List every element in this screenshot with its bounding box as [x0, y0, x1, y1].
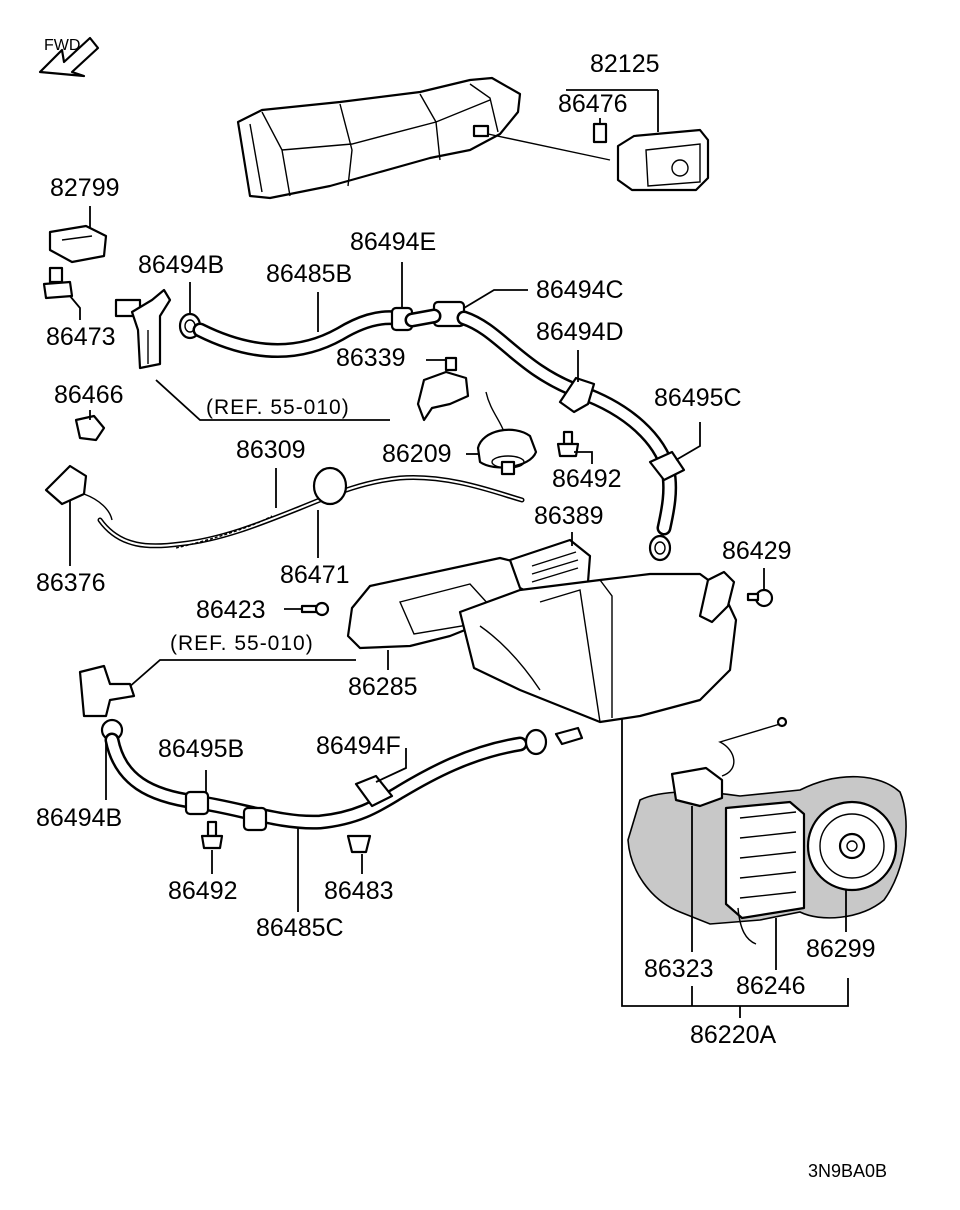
label-86285: 86285	[348, 673, 418, 701]
label-86471: 86471	[280, 561, 350, 589]
label-86492-bottom: 86492	[168, 877, 238, 905]
grommet-86483-drawing	[346, 834, 372, 854]
label-86485B: 86485B	[266, 260, 352, 288]
bracket-86220A	[621, 718, 849, 1007]
leader-82125	[566, 89, 659, 132]
label-86495B: 86495B	[158, 735, 244, 763]
hose-clamps-lower-drawing	[184, 726, 584, 832]
bracket-86429-drawing	[698, 570, 774, 624]
label-86339: 86339	[336, 344, 406, 372]
heater-control-switch-drawing	[592, 122, 710, 192]
hose-clamp-86495C-drawing	[648, 450, 686, 482]
label-86473: 86473	[46, 323, 116, 351]
cable-86376-end-drawing	[44, 464, 113, 521]
label-86494D: 86494D	[536, 318, 624, 346]
hose-clamp-86494D-drawing	[558, 376, 596, 414]
fastener-86473-drawing	[42, 266, 74, 300]
fwd-arrow-icon	[38, 36, 100, 78]
leader-ref-mid	[127, 659, 356, 689]
label-86246: 86246	[736, 972, 806, 1000]
diagram-code: 3N9BA0B	[808, 1161, 887, 1181]
label-86376: 86376	[36, 569, 106, 597]
label-86299: 86299	[806, 935, 876, 963]
label-86494E: 86494E	[350, 228, 436, 256]
label-86429: 86429	[722, 537, 792, 565]
label-86220A: 86220A	[690, 1021, 777, 1049]
grommet-86466-drawing	[74, 414, 106, 442]
screw-86492-bottom-drawing	[200, 820, 224, 850]
label-86483: 86483	[324, 877, 394, 905]
actuator-86209-drawing	[476, 391, 538, 476]
label-82125: 82125	[590, 50, 660, 78]
leader-86492-top	[574, 451, 593, 464]
label-82799: 82799	[50, 174, 120, 202]
cable-86309	[97, 474, 525, 549]
heater-unit-drawing	[458, 572, 738, 724]
leader-dash-switch	[487, 133, 611, 161]
label-86389: 86389	[534, 502, 604, 530]
label-86466: 86466	[54, 381, 124, 409]
label-86494F: 86494F	[316, 732, 401, 760]
label-86423: 86423	[196, 596, 266, 624]
ref-top: (REF. 55-010)	[206, 396, 350, 419]
label-86476: 86476	[558, 90, 628, 118]
screw-86423-drawing	[300, 601, 330, 617]
label-86485C: 86485C	[256, 914, 344, 942]
ref-mid: (REF. 55-010)	[170, 632, 314, 655]
label-86323: 86323	[644, 955, 714, 983]
bracket-86339-drawing	[416, 356, 470, 422]
label-86309: 86309	[236, 436, 306, 464]
label-86494C: 86494C	[536, 276, 624, 304]
water-valve-drawing	[114, 288, 202, 370]
water-valve-lower-drawing	[78, 664, 136, 742]
label-86495C: 86495C	[654, 384, 742, 412]
instrument-panel-drawing	[236, 76, 522, 200]
label-86209: 86209	[382, 440, 452, 468]
hose-clamp-86494E-drawing	[390, 300, 466, 332]
leader-86495C	[675, 422, 701, 461]
fwd-label: FWD	[44, 37, 80, 54]
label-86494B-bottom: 86494B	[36, 804, 122, 832]
leader-86494C	[463, 289, 528, 309]
clip-82799-drawing	[48, 224, 108, 264]
label-86492-top: 86492	[552, 465, 622, 493]
cable-clip-86471	[312, 466, 348, 506]
leader-86473	[69, 295, 81, 320]
blower-subassembly-drawing	[627, 716, 907, 945]
leader-ref-top	[155, 379, 390, 421]
leader-86494F	[375, 748, 407, 783]
screw-86492-top-drawing	[556, 430, 580, 458]
hose-clamp-lower-right-drawing	[648, 534, 672, 562]
label-86494B-top: 86494B	[138, 251, 224, 279]
